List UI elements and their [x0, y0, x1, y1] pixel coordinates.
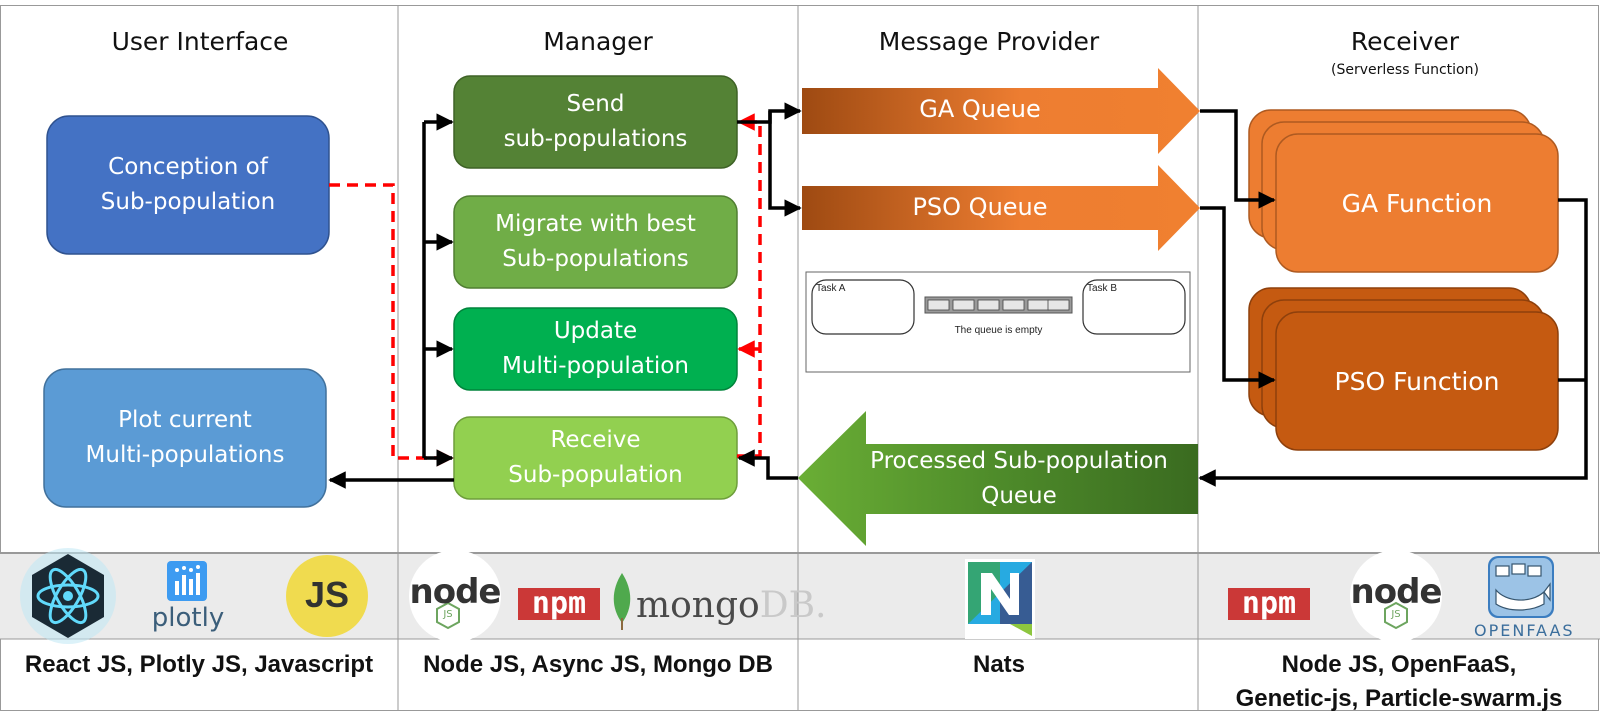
openfaas-wordmark: OPENFAAS	[1474, 621, 1575, 640]
pso-queue-arrow	[802, 165, 1200, 251]
processed-queue-arrow	[798, 411, 1198, 546]
update-box	[453, 307, 738, 391]
receive-box	[453, 416, 738, 500]
mongo-leaf-icon	[613, 573, 631, 623]
column-title-message-provider: Message Provider	[878, 27, 1100, 56]
ga-queue-label: GA Queue	[919, 95, 1041, 123]
ga-function-stack	[1248, 109, 1559, 273]
mongo-wordmark: mongoDB.	[636, 585, 826, 626]
update-label: Update Multi-population	[502, 318, 689, 379]
js-logo-icon	[286, 555, 368, 637]
queue-slots	[927, 299, 1070, 311]
mongo-wordmark-db: DB.	[759, 585, 827, 626]
node-hex-2	[1384, 601, 1408, 630]
migrate-label: Migrate with best Sub-populations	[495, 211, 696, 272]
send-label: Send sub-populations	[503, 91, 688, 152]
send-to-pso-queue	[768, 111, 802, 217]
plot-label: Plot current Multi-populations	[85, 407, 285, 468]
tech-receiver: Node JS, OpenFaaS, Genetic-js, Particle-…	[1235, 651, 1563, 712]
tech-ui: React JS, Plotly JS, Javascript	[24, 651, 374, 678]
ga-queue-to-function	[1200, 109, 1276, 209]
task-a-label: Task A	[816, 283, 846, 294]
openfaas-logo-icon	[1488, 556, 1554, 618]
column-title-manager: Manager	[543, 27, 653, 56]
plotly-wordmark: plotly	[151, 603, 225, 633]
task-a-box	[811, 279, 915, 335]
node-logo-bg-2	[1350, 550, 1442, 642]
nats-logo-icon	[965, 559, 1035, 639]
functions-to-processed	[1198, 198, 1588, 487]
pso-queue-to-function	[1200, 206, 1276, 389]
receive-label: Receive Sub-population	[508, 427, 683, 488]
pso-function-label: PSO Function	[1334, 366, 1500, 396]
logo-band	[0, 553, 1600, 639]
migrate-box	[453, 195, 738, 289]
npm-wordmark-2: npm	[1241, 586, 1297, 621]
ga-queue-arrow	[802, 68, 1200, 154]
column-subtitle-receiver: (Serverless Function)	[1331, 62, 1479, 78]
js-logo-text: JS	[304, 574, 350, 615]
node-js-mark-2: JS	[1391, 609, 1401, 620]
conception-label: Conception of Sub-population	[100, 154, 276, 215]
node-hex-1	[436, 601, 460, 630]
mongo-wordmark-main: mongo	[636, 585, 760, 626]
task-b-label: Task B	[1087, 283, 1118, 294]
queue-status-label: The queue is empty	[954, 325, 1043, 336]
node-js-mark-1: JS	[443, 609, 453, 620]
column-title-receiver: Receiver	[1350, 27, 1460, 56]
react-logo-icon	[20, 548, 116, 644]
processed-to-receive	[737, 449, 798, 480]
npm-wordmark-1: npm	[531, 586, 587, 621]
node-logo-bg-1	[409, 550, 501, 642]
npm-logo-icon-2	[1228, 588, 1310, 620]
node-wordmark-2: node	[1350, 572, 1443, 612]
pso-queue-label: PSO Queue	[912, 193, 1048, 221]
plot-box	[43, 368, 327, 508]
dashed-conception-to-receive	[329, 183, 454, 467]
processed-queue-label: Processed Sub-population Queue	[870, 448, 1168, 509]
column-title-user-interface: User Interface	[111, 27, 289, 56]
tech-manager: Node JS, Async JS, Mongo DB	[423, 651, 773, 678]
plotly-logo-icon	[167, 561, 207, 601]
npm-logo-icon-1	[518, 588, 600, 620]
outer-frame	[0, 5, 1599, 711]
task-b-box	[1082, 279, 1186, 335]
node-wordmark-1: node	[409, 572, 502, 612]
ga-function-label: GA Function	[1341, 188, 1493, 218]
tech-provider: Nats	[972, 651, 1026, 678]
pso-function-stack	[1248, 287, 1559, 451]
dashed-receive-loop	[737, 113, 762, 458]
